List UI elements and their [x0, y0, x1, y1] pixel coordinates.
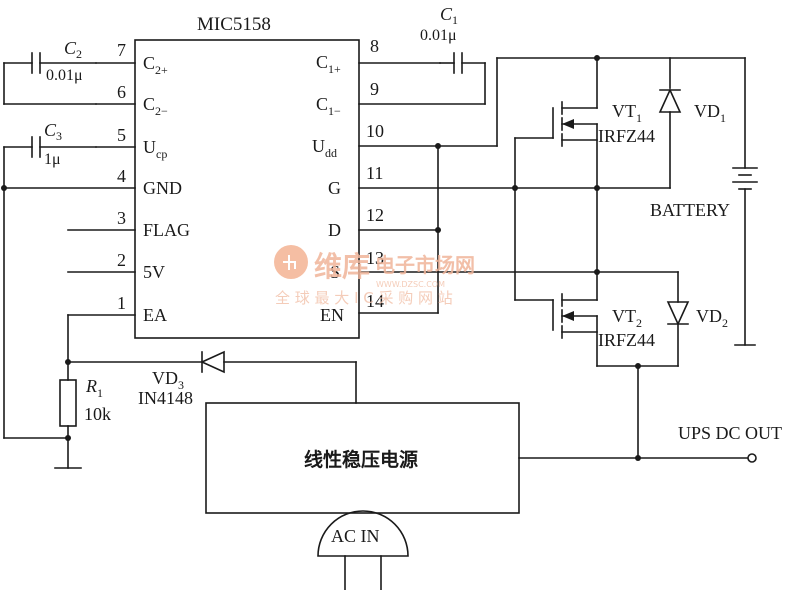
left-pin-stubs — [3, 62, 136, 316]
pin-label: C1+ — [316, 52, 341, 76]
pin-number: 2 — [117, 250, 126, 270]
pin-number: 13 — [366, 248, 384, 268]
output-terminal — [747, 453, 757, 463]
pin-label: Ucp — [143, 137, 167, 161]
pin-label: Udd — [312, 136, 337, 160]
pin-label: C2+ — [143, 53, 168, 77]
pin-number: 11 — [366, 163, 383, 183]
watermark-brand: 维库 — [314, 250, 370, 283]
diode-vd2: VD2 — [596, 271, 728, 367]
pin-number: 1 — [117, 293, 126, 313]
vd2-label: VD2 — [696, 306, 728, 330]
vt2-label: VT2 — [612, 306, 642, 330]
vt1-part: IRFZ44 — [598, 126, 655, 146]
diode-vd1: VD1 — [596, 57, 726, 189]
capacitor-c3: C3 1μ — [3, 120, 97, 439]
vd1-label: VD1 — [694, 101, 726, 125]
pin-number: 12 — [366, 205, 384, 225]
vd3-part: IN4148 — [138, 388, 193, 408]
pin-label: FLAG — [143, 220, 190, 240]
c1-label: C1 — [440, 4, 458, 27]
ac-in-plug: AC IN — [317, 510, 409, 590]
watermark: 维库 电子市场网 WWW.DZSC.COM 全 球 最 大 I C 采 购 网 … — [274, 245, 475, 307]
pin-label: C1− — [316, 94, 341, 118]
diode-vd3: VD3 IN4148 — [67, 350, 357, 408]
regulator-label: 线性稳压电源 — [304, 448, 418, 471]
r1-label: R1 — [85, 376, 103, 400]
pin-label: 5V — [143, 262, 165, 282]
c2-label: C2 — [64, 38, 82, 61]
c2-value: 0.01μ — [46, 67, 83, 84]
mosfet-vt2: VT2 IRFZ44 — [552, 271, 655, 367]
battery-label: BATTERY — [650, 200, 730, 220]
r1-value: 10k — [84, 404, 111, 424]
vt2-part: IRFZ44 — [598, 330, 655, 350]
watermark-line1: 电子市场网 — [375, 253, 475, 277]
pin-number: 7 — [117, 40, 126, 60]
linear-regulator: 线性稳压电源 — [205, 402, 520, 514]
vd3-label: VD3 — [152, 368, 184, 392]
pin-number: 10 — [366, 121, 384, 141]
pin-label: C2− — [143, 94, 168, 118]
ic-name: MIC5158 — [197, 14, 271, 35]
pin-number: 3 — [117, 208, 126, 228]
pin-number: 14 — [366, 291, 384, 311]
watermark-line2: 全 球 最 大 I C 采 购 网 站 — [275, 289, 453, 307]
vt1-label: VT1 — [612, 101, 642, 125]
pin-label: EN — [320, 305, 344, 325]
right-pin-stubs — [358, 62, 598, 314]
pin-label: G — [328, 178, 341, 198]
capacitor-c2: C2 0.01μ — [3, 38, 97, 105]
pin-number: 5 — [117, 125, 126, 145]
pin-label: EA — [143, 305, 167, 325]
c3-label: C3 — [44, 120, 62, 143]
pin-number: 9 — [370, 79, 379, 99]
right-pins: 8 9 10 11 12 13 14 C1+ C1− Udd G D S EN — [312, 36, 384, 325]
c3-value: 1μ — [44, 151, 61, 168]
pin-label: D — [328, 220, 341, 240]
pin-number: 6 — [117, 82, 126, 102]
ic-body — [134, 39, 360, 339]
pin-number: 4 — [117, 166, 126, 186]
pin-number: 8 — [370, 36, 379, 56]
c1-value: 0.01μ — [420, 27, 457, 44]
pin-label: S — [330, 262, 340, 282]
pin-label: GND — [143, 178, 182, 198]
battery: BATTERY — [650, 57, 758, 346]
left-pins: 7 6 5 4 3 2 1 C2+ C2− Ucp GND FLAG 5V EA — [117, 40, 190, 325]
output-label: UPS DC OUT — [678, 423, 782, 443]
mosfet-vt1: VT1 IRFZ44 — [552, 57, 655, 273]
capacitor-c1: C1 0.01μ — [420, 4, 486, 105]
ac-in-label: AC IN — [331, 526, 380, 546]
resistor-r1: R1 10k — [54, 314, 111, 469]
watermark-url: WWW.DZSC.COM — [376, 280, 445, 289]
